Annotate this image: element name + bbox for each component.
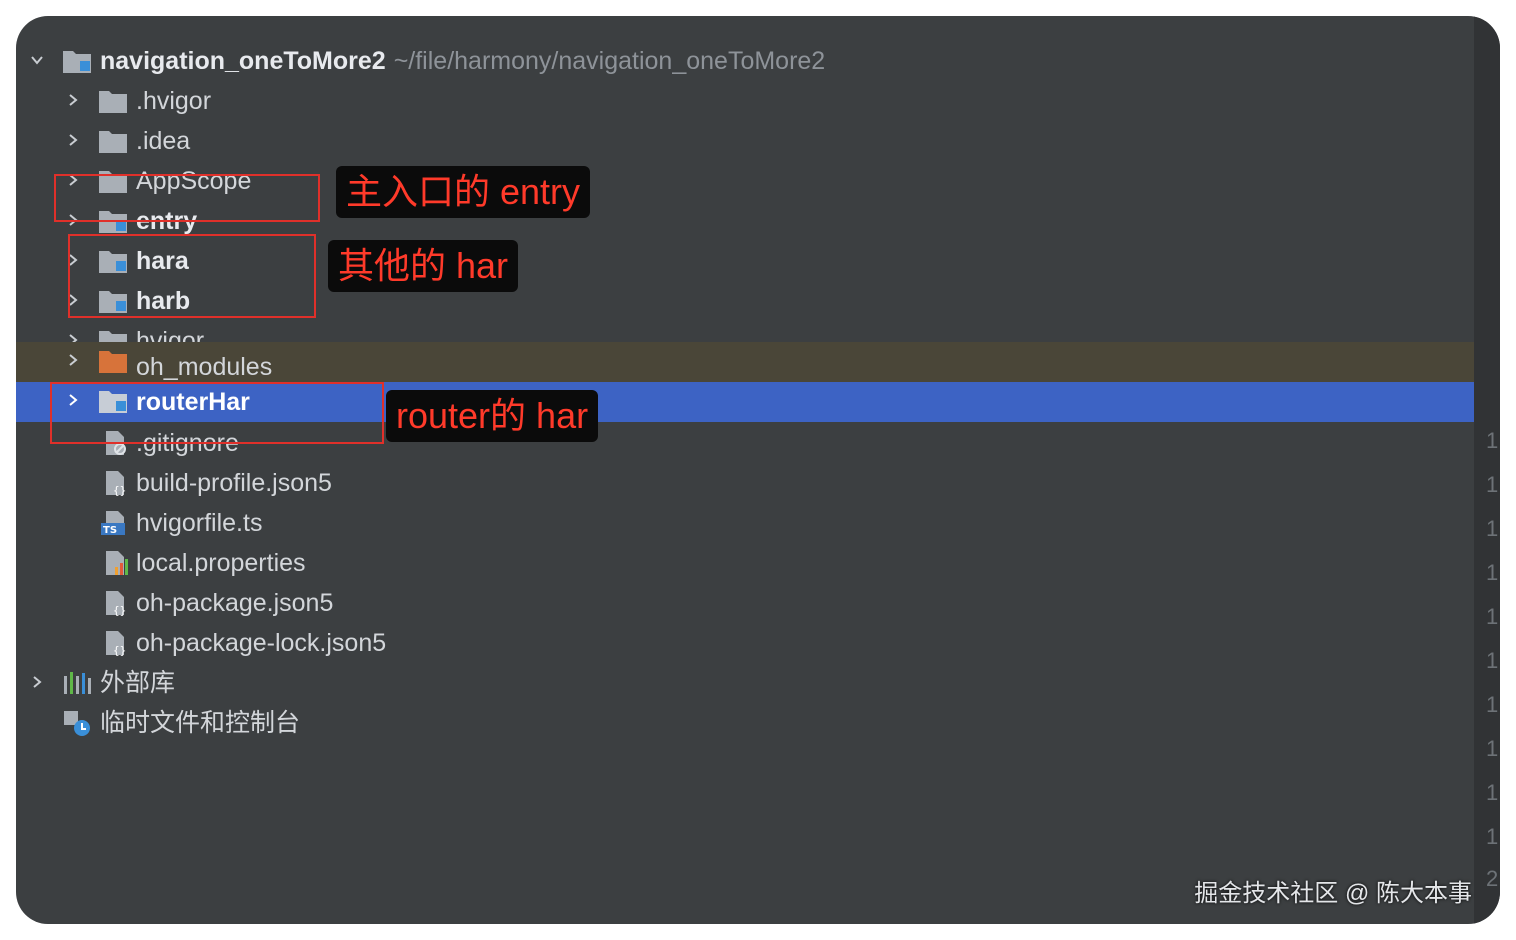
file-label: oh-package-lock.json5 [136,629,387,657]
project-root-label: navigation_oneToMore2~/file/harmony/navi… [100,47,826,75]
annotation-box-entry [54,174,320,222]
chevron-right-icon[interactable] [62,346,84,374]
annotation-label-entry: 主入口的 entry [336,166,591,218]
file-label: oh-package.json5 [136,589,334,617]
folder-icon [98,168,128,194]
tree-row-file[interactable]: {} build-profile.json5 [16,462,1474,502]
tree-row-folder[interactable]: .idea [16,120,1474,160]
external-libraries-label: 外部库 [100,669,176,697]
module-folder-icon [98,208,128,234]
json-file-icon: {} [102,470,132,497]
file-label: build-profile.json5 [136,469,332,497]
tree-row-file[interactable]: {} oh-package.json5 [16,582,1474,622]
watermark: 掘金技术社区 @ 陈大本事 [1194,880,1472,907]
file-label: local.properties [136,549,306,577]
properties-file-icon [102,550,132,576]
scratches-label: 临时文件和控制台 [100,709,301,737]
module-label: hara [136,247,189,275]
tree-row-file[interactable]: {} oh-package-lock.json5 [16,622,1474,662]
gutter-line-number: 1 [1486,648,1499,673]
gutter-line-number: 1 [1486,736,1499,761]
folder-label: AppScope [136,167,252,195]
chevron-right-icon[interactable] [62,166,84,194]
annotation-label-router: router的 har [386,390,599,442]
module-label: routerHar [136,388,250,416]
module-folder-icon [98,288,128,314]
gutter-line-number: 1 [1486,560,1499,585]
library-icon [62,670,92,696]
chevron-down-icon[interactable] [26,46,48,74]
folder-label: oh_modules [136,353,273,381]
folder-icon [98,88,128,114]
chevron-right-icon[interactable] [26,668,48,696]
tree-row-module-routerhar[interactable]: routerHar [16,382,1474,422]
tree-row-project-root[interactable]: navigation_oneToMore2~/file/harmony/navi… [16,40,1474,80]
chevron-right-icon[interactable] [62,86,84,114]
module-folder-icon [98,248,128,274]
tree-row-module-hara[interactable]: hara [16,240,1474,280]
file-label: hvigorfile.ts [136,509,263,537]
project-tool-window: navigation_oneToMore2~/file/harmony/navi… [16,16,1500,924]
chevron-right-icon[interactable] [62,286,84,314]
chevron-right-icon[interactable] [62,386,84,414]
folder-label: .hvigor [136,87,212,115]
folder-label: .idea [136,127,191,155]
gutter-line-number: 1 [1486,472,1499,497]
gutter-line-number: 1 [1486,692,1499,717]
gutter-line-number: 1 [1486,428,1499,453]
gutter-line-number: 1 [1486,604,1499,629]
tree-row-module-harb[interactable]: harb [16,280,1474,320]
json-file-icon: {} [102,630,132,657]
chevron-right-icon[interactable] [62,246,84,274]
tree-row-folder[interactable]: .hvigor [16,80,1474,120]
svg-text:{}: {} [113,644,126,656]
chevron-right-icon[interactable] [62,126,84,154]
svg-text:{}: {} [113,484,126,496]
tree-row-folder[interactable]: AppScope [16,160,1474,200]
scratches-icon [62,710,92,736]
json-file-icon: {} [102,590,132,617]
module-label: harb [136,287,191,315]
annotation-box-router [50,382,384,444]
gutter-line-number: 2 [1486,866,1499,891]
gutter-line-number: 1 [1486,780,1499,805]
folder-icon [98,128,128,154]
svg-text:TS: TS [103,525,117,536]
gutter-line-number: 1 [1486,516,1499,541]
annotation-label-har: 其他的 har [328,240,519,292]
module-folder-icon [62,48,92,74]
tree-row-scratches[interactable]: 临时文件和控制台 [16,702,1474,742]
annotation-box-har [68,234,316,318]
tree-row-file[interactable]: TS hvigorfile.ts [16,502,1474,542]
project-tree: navigation_oneToMore2~/file/harmony/navi… [16,16,1474,924]
tree-row-external-libraries[interactable]: 外部库 [16,662,1474,702]
module-folder-icon [98,388,128,414]
svg-text:{}: {} [113,604,126,616]
project-path: ~/file/harmony/navigation_oneToMore2 [393,47,826,75]
tree-row-oh-modules[interactable]: oh_modules [16,342,1474,382]
gutter-line-number: 1 [1486,824,1499,849]
editor-gutter [1474,16,1500,924]
excluded-folder-icon [98,348,128,374]
typescript-file-icon: TS [100,510,130,536]
tree-row-file[interactable]: local.properties [16,542,1474,582]
